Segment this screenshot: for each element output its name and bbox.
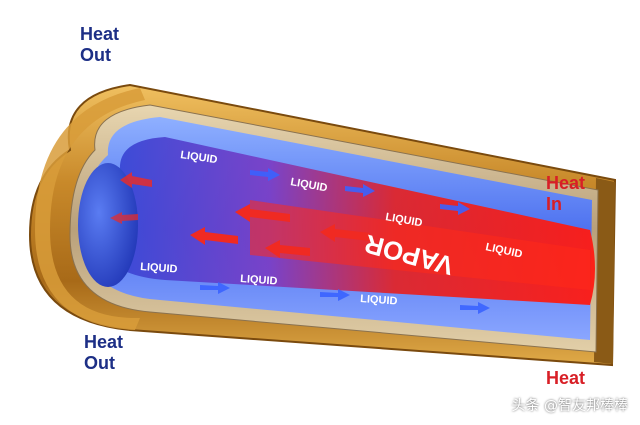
- liquid-label-top-1: LIQUID: [180, 149, 219, 166]
- heat-in-label-top: Heat In: [546, 173, 586, 214]
- copper-endcap: [35, 88, 145, 330]
- vapor-arrows: [110, 172, 370, 258]
- heat-label-bottom: Heat: [546, 368, 586, 388]
- liquid-label-bottom-2: LIQUID: [240, 273, 278, 288]
- vapor-streak: [250, 200, 590, 290]
- heat-out-label-bottom: Heat Out: [84, 332, 124, 373]
- watermark-text: 头条 @智友邦棒棒: [511, 398, 628, 414]
- heat-out-label-top: Heat Out: [80, 24, 120, 65]
- liquid-arrows: [200, 168, 490, 314]
- liquid-label-bottom-3: LIQUID: [360, 293, 398, 308]
- copper-rim: [594, 178, 615, 364]
- liquid-endcap: [78, 163, 138, 287]
- liquid-label-bottom-1: LIQUID: [140, 261, 178, 276]
